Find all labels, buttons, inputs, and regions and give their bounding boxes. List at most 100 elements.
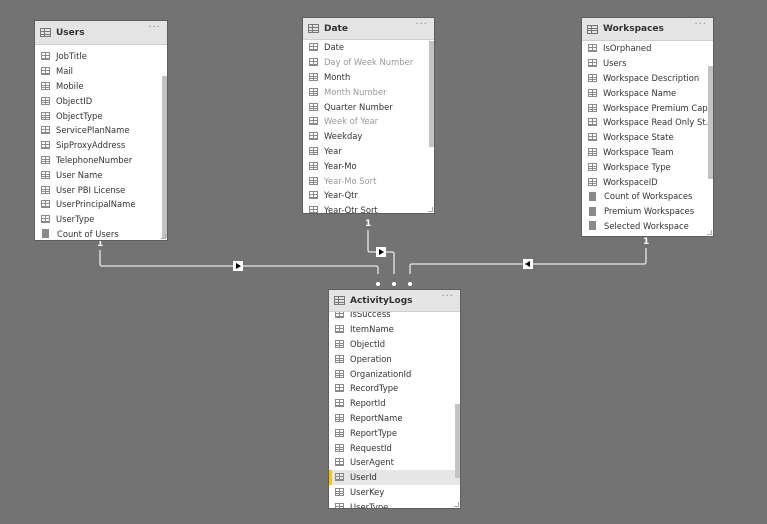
column-icon (41, 126, 50, 135)
field-row[interactable]: Mail (35, 64, 167, 79)
more-options-button[interactable]: ··· (148, 22, 161, 33)
field-row[interactable]: OrganizationId (329, 366, 460, 381)
column-icon (309, 58, 318, 67)
field-row[interactable]: RecordType (329, 381, 460, 396)
field-row[interactable]: ReportId (329, 396, 460, 411)
field-label: OrganizationId (350, 368, 412, 379)
resize-grip[interactable] (161, 234, 166, 239)
field-row[interactable]: JobTitle (35, 49, 167, 64)
field-row[interactable] (582, 233, 713, 236)
field-row[interactable]: UserType (329, 499, 460, 508)
workspaces-table-header[interactable]: Workspaces ··· (582, 18, 713, 41)
scrollbar[interactable] (429, 41, 434, 147)
field-row[interactable]: UserPrincipalName (35, 197, 167, 212)
field-row[interactable]: Weekday (303, 129, 434, 144)
field-row[interactable]: Selected Workspace (582, 219, 713, 234)
field-row[interactable]: User Name (35, 167, 167, 182)
field-row[interactable]: UserAgent (329, 455, 460, 470)
field-label: Date (324, 42, 345, 53)
field-row[interactable]: Year-Qtr (303, 188, 434, 203)
field-row[interactable]: ServicePlanName (35, 123, 167, 138)
field-label: Year-Qtr Sort (324, 205, 378, 213)
more-options-button[interactable]: ··· (441, 291, 454, 302)
workspaces-filter-direction-icon (523, 259, 533, 269)
calculator-icon (589, 191, 596, 201)
date-table-header[interactable]: Date ··· (303, 18, 434, 40)
field-row[interactable]: ItemName (329, 322, 460, 337)
field-label: UserKey (350, 486, 385, 497)
field-row[interactable]: RequestId (329, 440, 460, 455)
more-options-button[interactable]: ··· (415, 19, 428, 30)
field-row[interactable]: Operation (329, 351, 460, 366)
field-row[interactable]: Mobile (35, 79, 167, 94)
column-icon (41, 67, 50, 76)
field-row[interactable]: Year-Mo (303, 158, 434, 173)
field-row[interactable]: Workspace Team (582, 145, 713, 160)
field-row[interactable]: Workspace Description (582, 71, 713, 86)
resize-grip[interactable] (428, 207, 433, 212)
scrollbar[interactable] (708, 66, 713, 179)
date-cardinality-label: 1 (365, 219, 372, 229)
field-row[interactable]: Workspace State (582, 130, 713, 145)
field-row[interactable]: Count of Users (35, 227, 167, 240)
field-label: Month (324, 71, 351, 82)
column-icon (335, 325, 344, 334)
field-row[interactable]: Premium Workspaces (582, 204, 713, 219)
field-row[interactable]: SipProxyAddress (35, 138, 167, 153)
field-row[interactable]: ReportType (329, 425, 460, 440)
field-row[interactable]: Day of Week Number (303, 55, 434, 70)
column-icon (41, 141, 50, 150)
activitylogs-table-header[interactable]: ActivityLogs ··· (329, 290, 460, 312)
field-row[interactable]: TelephoneNumber (35, 153, 167, 168)
field-row[interactable]: Date (303, 40, 434, 55)
field-row[interactable]: WorkspaceID (582, 174, 713, 189)
field-label: User Name (56, 169, 103, 180)
scrollbar[interactable] (162, 76, 167, 238)
column-icon (309, 146, 318, 155)
field-row[interactable]: Year (303, 144, 434, 159)
field-row[interactable]: Month Number (303, 84, 434, 99)
scrollbar[interactable] (455, 404, 460, 478)
table-icon (334, 296, 345, 305)
field-row[interactable]: Year-Qtr Sort (303, 203, 434, 213)
field-row[interactable]: IsOrphaned (582, 41, 713, 56)
field-row[interactable]: Workspace Name (582, 85, 713, 100)
table-title: Date (324, 23, 348, 34)
resize-grip[interactable] (454, 502, 459, 507)
field-label: Workspace Description (603, 72, 700, 83)
field-row[interactable]: IsSuccess (329, 312, 460, 322)
users-table-header[interactable]: Users ··· (35, 21, 167, 45)
field-row[interactable]: Workspace Type (582, 159, 713, 174)
field-row[interactable]: ObjectType (35, 108, 167, 123)
field-row[interactable]: Workspace Premium Cap... (582, 100, 713, 115)
column-icon (335, 384, 344, 393)
field-row[interactable]: Month (303, 70, 434, 85)
calculator-icon (589, 206, 596, 216)
field-row[interactable]: ObjectId (329, 337, 460, 352)
field-row[interactable]: Users (582, 56, 713, 71)
field-row[interactable]: Week of Year (303, 114, 434, 129)
field-row[interactable]: UserType (35, 212, 167, 227)
table-title: ActivityLogs (350, 295, 413, 306)
field-row[interactable]: UserKey (329, 485, 460, 500)
field-row[interactable]: UserId (329, 469, 460, 485)
field-label: Day of Week Number (324, 57, 414, 68)
field-label: Year-Mo (324, 160, 357, 171)
field-row[interactable]: ReportName (329, 411, 460, 426)
field-row[interactable]: ObjectID (35, 93, 167, 108)
column-icon (41, 185, 50, 194)
field-row[interactable]: Quarter Number (303, 99, 434, 114)
field-row[interactable]: User PBI License (35, 182, 167, 197)
resize-grip[interactable] (707, 230, 712, 235)
field-row[interactable]: Year-Mo Sort (303, 173, 434, 188)
field-row[interactable]: Workspace Read Only St... (582, 115, 713, 130)
column-icon (309, 102, 318, 111)
more-options-button[interactable]: ··· (694, 19, 707, 30)
column-icon (335, 502, 344, 508)
field-row[interactable]: Count of Workspaces (582, 189, 713, 204)
